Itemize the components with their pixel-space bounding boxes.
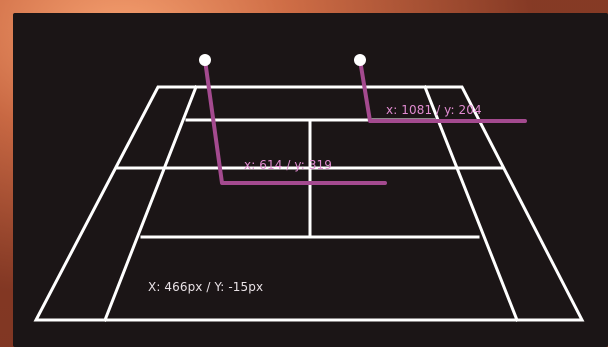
marker-b-handle[interactable] xyxy=(354,54,366,66)
marker-a-readout: x: 614 / y: 319 xyxy=(244,158,332,172)
marker-b-readout: x: 1081 / y: 204 xyxy=(386,103,482,117)
cursor-position-readout: X: 466px / Y: -15px xyxy=(148,280,263,294)
marker-a-handle[interactable] xyxy=(199,54,211,66)
